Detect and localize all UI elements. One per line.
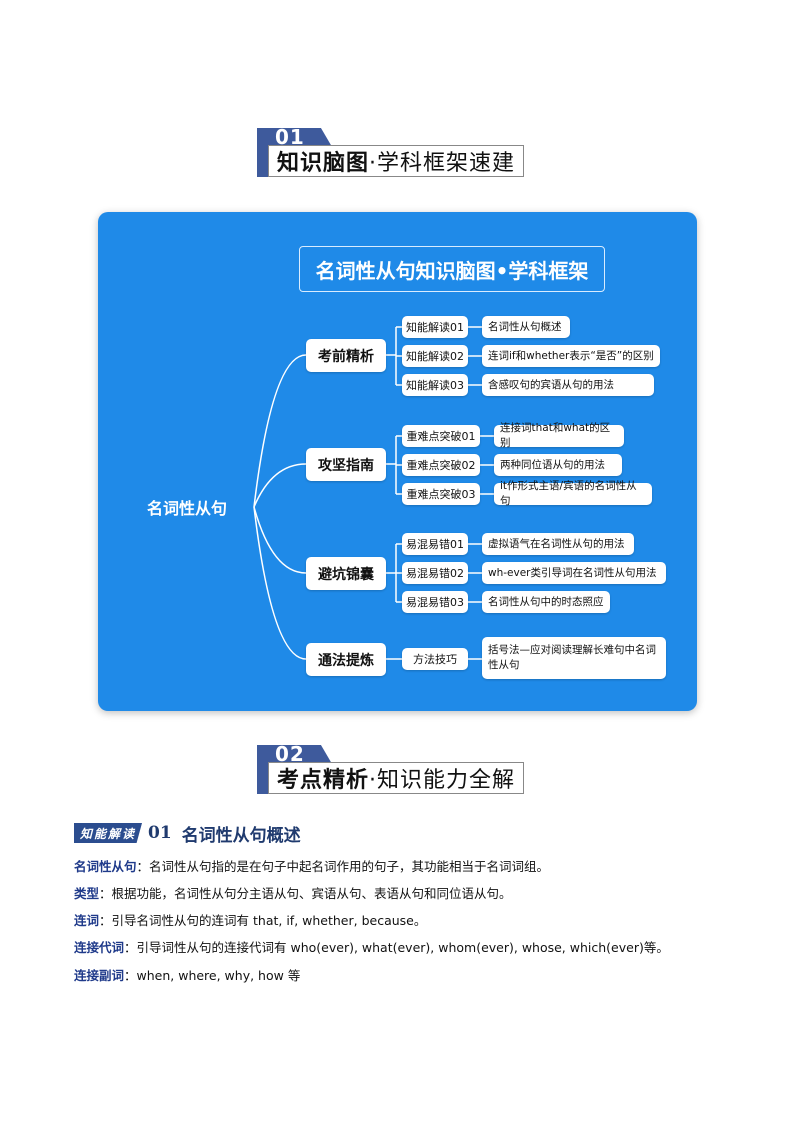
paragraph-label: 连接副词: [74, 968, 125, 983]
section-header-2: 02 考点精析 ·知识能力全解: [257, 742, 547, 805]
paragraph-text: ：名词性从句指的是在句子中起名词作用的句子，其功能相当于名词词组。: [136, 859, 550, 874]
branch-tag: 易混易错01: [402, 533, 468, 555]
section-title-light: ·学科框架速建: [369, 151, 516, 176]
branch-topic: 两种同位语从句的用法: [494, 454, 622, 476]
branch-topic: 虚拟语气在名词性从句的用法: [482, 533, 634, 555]
branch-node: 通法提炼: [306, 643, 386, 676]
branch-tag: 重难点突破02: [402, 454, 480, 476]
section-header-edge: [257, 762, 268, 794]
knowledge-number: 01: [148, 823, 172, 843]
knowledge-heading: 知能解读 01 名词性从句概述: [74, 822, 301, 846]
branch-tag: 知能解读01: [402, 316, 468, 338]
mind-map-connectors: [253, 326, 494, 660]
paragraph: 名词性从句：名词性从句指的是在句子中起名词作用的句子，其功能相当于名词词组。: [74, 858, 549, 876]
mind-map-title: 名词性从句知识脑图•学科框架: [299, 246, 605, 292]
mind-map-panel: 名词性从句知识脑图•学科框架 名词性从句 考前精析 知能解读01 名词性从句概述…: [98, 212, 697, 711]
branch-tag: 易混易错03: [402, 591, 468, 613]
branch-topic: 括号法—应对阅读理解长难句中名词性从句: [482, 637, 666, 679]
branch-tag: 重难点突破03: [402, 483, 480, 505]
branch-tag: 重难点突破01: [402, 425, 480, 447]
branch-tag: 方法技巧: [402, 648, 468, 670]
branch-tag: 知能解读03: [402, 374, 468, 396]
paragraph-text: ：引导词性从句的连接代词有 who(ever), what(ever), who…: [124, 940, 669, 955]
paragraph: 类型：根据功能，名词性从句分主语从句、宾语从句、表语从句和同位语从句。: [74, 885, 512, 903]
paragraph-label: 名词性从句: [74, 859, 137, 874]
connector-curve: [253, 506, 307, 660]
branch-topic: 连词if和whether表示“是否”的区别: [482, 345, 660, 367]
connector-curve: [253, 463, 307, 508]
paragraph-label: 连接代词: [74, 940, 125, 955]
section-header-1: 01 知识脑图 ·学科框架速建: [257, 125, 547, 188]
branch-topic: it作形式主语/宾语的名词性从句: [494, 480, 652, 507]
section-header-edge: [257, 145, 268, 177]
paragraph: 连词：引导名词性从句的连词有 that, if, whether, becaus…: [74, 912, 426, 930]
branch-node: 避坑锦囊: [306, 557, 386, 590]
paragraph-text: ：引导名词性从句的连词有 that, if, whether, because。: [99, 913, 427, 928]
knowledge-title: 名词性从句概述: [181, 825, 301, 846]
connector-curve: [253, 506, 307, 574]
section-title-strong: 知识脑图: [277, 151, 370, 176]
paragraph: 连接副词：when, where, why, how 等: [74, 967, 300, 985]
branch-tag: 易混易错02: [402, 562, 468, 584]
branch-topic: wh-ever类引导词在名词性从句用法: [482, 562, 666, 584]
section-title-strong: 考点精析: [277, 768, 370, 793]
branch-topic: 名词性从句概述: [482, 316, 570, 338]
mind-map-root: 名词性从句: [146, 499, 227, 518]
paragraph-text: ：根据功能，名词性从句分主语从句、宾语从句、表语从句和同位语从句。: [99, 886, 512, 901]
knowledge-badge: 知能解读: [74, 823, 143, 843]
branch-topic: 含感叹句的宾语从句的用法: [482, 374, 654, 396]
branch-tag: 知能解读02: [402, 345, 468, 367]
paragraph-label: 连词: [74, 913, 100, 928]
paragraph-label: 类型: [74, 886, 100, 901]
branch-node: 攻坚指南: [306, 448, 386, 481]
paragraph-text: ：when, where, why, how 等: [124, 968, 301, 983]
branch-node: 考前精析: [306, 339, 386, 372]
paragraph: 连接代词：引导词性从句的连接代词有 who(ever), what(ever),…: [74, 939, 669, 957]
branch-topic: 连接词that和what的区别: [494, 422, 624, 449]
section-title-light: ·知识能力全解: [369, 768, 516, 793]
connector-curve: [253, 354, 307, 508]
section-title-box: 知识脑图 ·学科框架速建: [268, 145, 525, 177]
section-title-box: 考点精析 ·知识能力全解: [268, 762, 525, 794]
branch-topic: 名词性从句中的时态照应: [482, 591, 610, 613]
